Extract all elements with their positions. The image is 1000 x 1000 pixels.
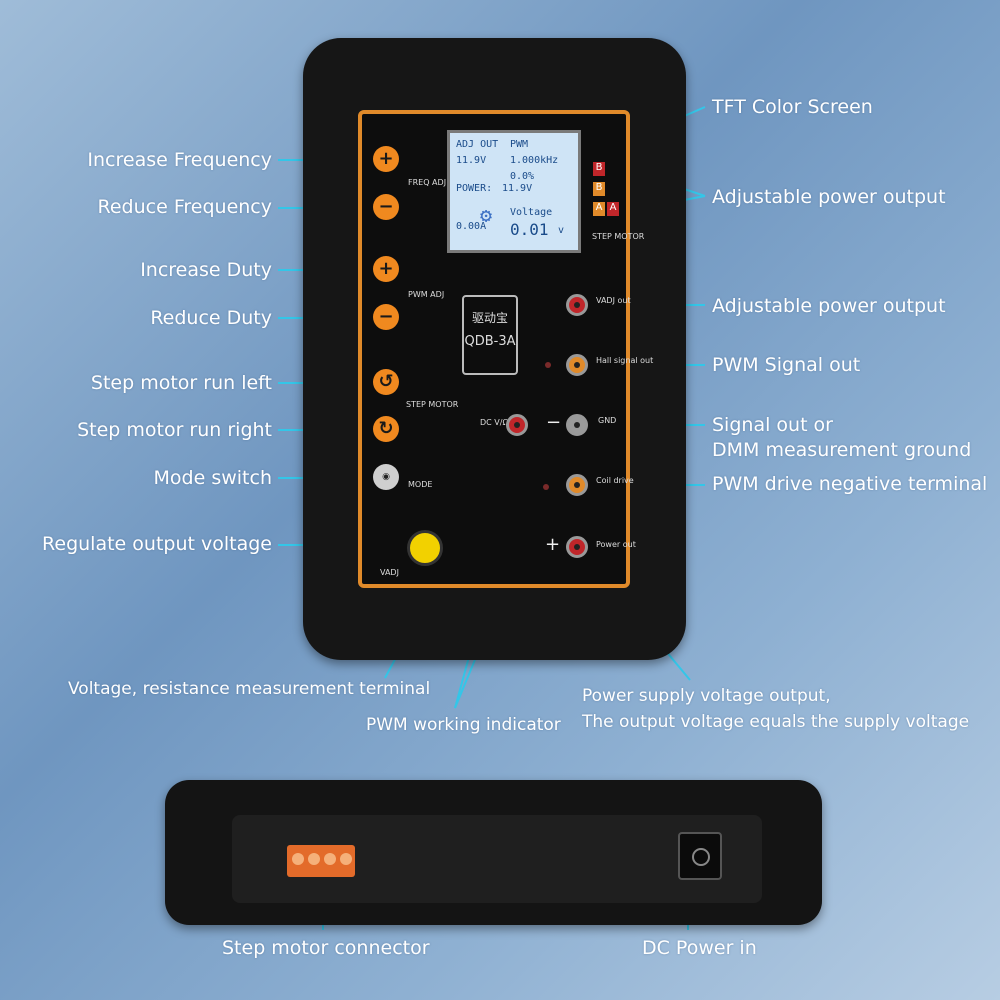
increase-duty-button[interactable]: + [373, 256, 399, 282]
dc-power-jack[interactable] [678, 832, 722, 880]
pwm-indicator-led [545, 362, 551, 368]
label-increase-duty: Increase Duty [140, 259, 272, 281]
label-adj-power-output-2: Adjustable power output [712, 295, 946, 317]
label-reduce-frequency: Reduce Frequency [97, 196, 272, 218]
tag-gnd: GND [598, 416, 617, 425]
label-dc-power-in: DC Power in [642, 937, 757, 959]
label-adj-power-output-1: Adjustable power output [712, 186, 946, 208]
rotate-left-icon: ↺ [378, 371, 394, 392]
reduce-duty-button[interactable]: − [373, 304, 399, 330]
tag-hall-signal-out: Hall signal out [596, 356, 654, 365]
rotate-right-icon: ↻ [378, 418, 394, 439]
label-step-motor-connector: Step motor connector [222, 937, 430, 959]
tag-vadj-out: VADJ out [596, 296, 631, 305]
label-increase-frequency: Increase Frequency [87, 149, 272, 171]
minus-sign: − [546, 412, 562, 433]
model-line-2: QDB-3A [464, 334, 516, 349]
tag-vadj: VADJ [380, 568, 399, 577]
screen-adj-out-label: ADJ OUT [456, 139, 499, 150]
adjustable-output-jack[interactable] [566, 294, 588, 316]
minus-icon: − [378, 196, 394, 217]
label-regulate-voltage: Regulate output voltage [42, 533, 272, 555]
tag-step-motor-right: STEP MOTOR [592, 232, 645, 241]
screen-voltage-value: 0.01 [510, 220, 549, 239]
tft-screen: ADJ OUT 11.9V POWER: 11.9V PWM 1.000kHz … [447, 130, 581, 253]
screen-power-value: 11.9V [502, 183, 533, 194]
step-letter: A [593, 202, 605, 216]
label-signal-out-1: Signal out or [712, 414, 833, 436]
connector-pin [308, 853, 320, 865]
dc-jack-hole [692, 848, 710, 866]
power-out-jack[interactable] [566, 536, 588, 558]
label-mode-switch: Mode switch [153, 467, 272, 489]
increase-frequency-button[interactable]: + [373, 146, 399, 172]
screen-adj-value: 11.9V [456, 155, 487, 166]
tag-pwm-adj: PWM ADJ [408, 290, 445, 299]
screen-duty: 0.0% [510, 171, 535, 182]
minus-icon: − [378, 306, 394, 327]
step-letter: A [607, 202, 619, 216]
label-tft-screen: TFT Color Screen [712, 96, 873, 118]
screen-pwm-label: PWM [510, 139, 529, 150]
pwm-indicator-led [543, 484, 549, 490]
step-left-button[interactable]: ↺ [373, 369, 399, 395]
voltage-adjust-knob[interactable] [407, 530, 443, 566]
screen-voltage-unit: v [558, 225, 565, 236]
mode-icon: ◉ [382, 472, 390, 482]
screen-voltage-label: Voltage [510, 207, 553, 218]
step-motor-connector[interactable] [287, 845, 355, 877]
gnd-jack[interactable] [566, 414, 588, 436]
plus-icon: + [378, 148, 394, 169]
plus-icon: + [378, 258, 394, 279]
pwm-drive-negative-jack[interactable] [566, 474, 588, 496]
step-letter: B [593, 162, 605, 176]
label-step-right: Step motor run right [77, 419, 272, 441]
screen-current: 0.00A [456, 221, 487, 232]
label-pwm-indicator: PWM working indicator [366, 715, 561, 735]
label-pwm-drive-negative: PWM drive negative terminal [712, 473, 988, 495]
label-voltage-resistance: Voltage, resistance measurement terminal [68, 679, 431, 699]
step-right-button[interactable]: ↻ [373, 416, 399, 442]
tag-dc-vo: DC V/Ω [480, 418, 509, 427]
tag-coil-drive: Coil drive [596, 476, 634, 485]
connector-pin [324, 853, 336, 865]
label-power-supply-1: Power supply voltage output, [582, 686, 831, 706]
measurement-jack[interactable] [506, 414, 528, 436]
model-plate: 驱动宝 QDB-3A [462, 295, 518, 375]
label-step-left: Step motor run left [90, 372, 272, 394]
label-signal-out-2: DMM measurement ground [712, 439, 972, 461]
connector-pin [340, 853, 352, 865]
tag-mode: MODE [408, 480, 433, 489]
label-reduce-duty: Reduce Duty [150, 307, 272, 329]
gear-icon: ⚙ [480, 203, 493, 227]
label-power-supply-2: The output voltage equals the supply vol… [582, 712, 970, 732]
screen-power-label: POWER: [456, 183, 493, 194]
tag-freq-adj: FREQ ADJ [408, 178, 447, 187]
label-pwm-signal-out: PWM Signal out [712, 354, 861, 376]
step-letter: B [593, 182, 605, 196]
connector-pin [292, 853, 304, 865]
tag-step-motor: STEP MOTOR [406, 400, 459, 409]
tag-power-out: Power out [596, 540, 636, 549]
model-line-1: 驱动宝 [471, 311, 508, 325]
plus-sign: + [545, 534, 561, 555]
reduce-frequency-button[interactable]: − [373, 194, 399, 220]
pwm-signal-jack[interactable] [566, 354, 588, 376]
mode-switch-button[interactable]: ◉ [373, 464, 399, 490]
screen-freq: 1.000kHz [510, 155, 559, 166]
